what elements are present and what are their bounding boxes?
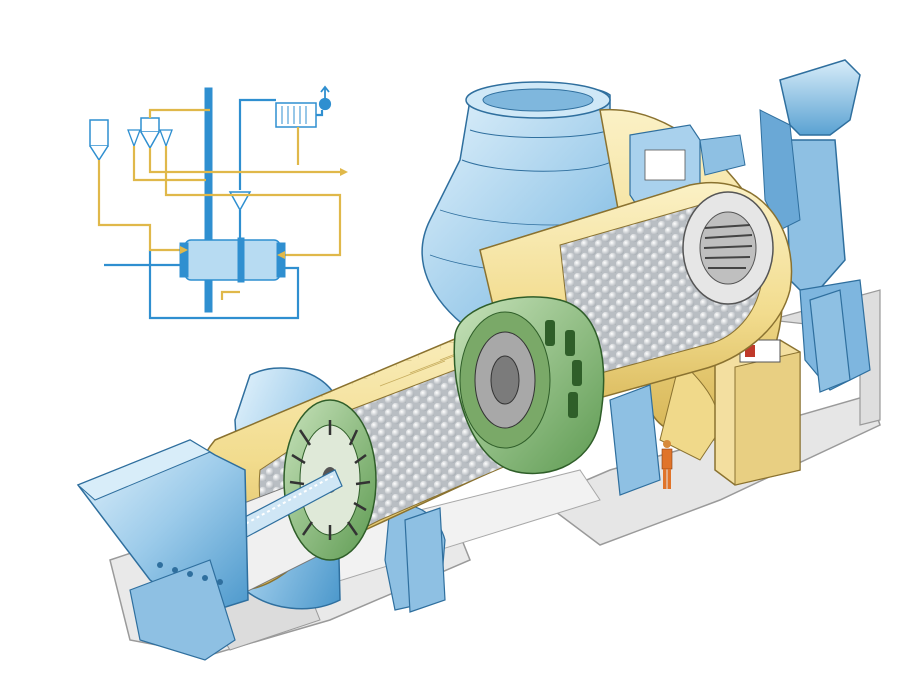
outlet-chute-right <box>759 59 871 391</box>
fan-icon <box>318 85 332 111</box>
schematic-mill <box>179 237 286 283</box>
silo-icon <box>89 119 109 162</box>
bearing-pedestals <box>404 289 851 613</box>
drive-motor-right <box>714 339 801 486</box>
intermediate-diaphragm <box>453 296 605 475</box>
dust-filter-icon <box>275 102 317 128</box>
process-flow-schematic <box>89 85 348 320</box>
worker-figure <box>661 440 673 489</box>
cyclone-icon <box>127 117 252 212</box>
feed-hopper-left <box>76 439 249 661</box>
outlet-grate <box>682 191 774 305</box>
